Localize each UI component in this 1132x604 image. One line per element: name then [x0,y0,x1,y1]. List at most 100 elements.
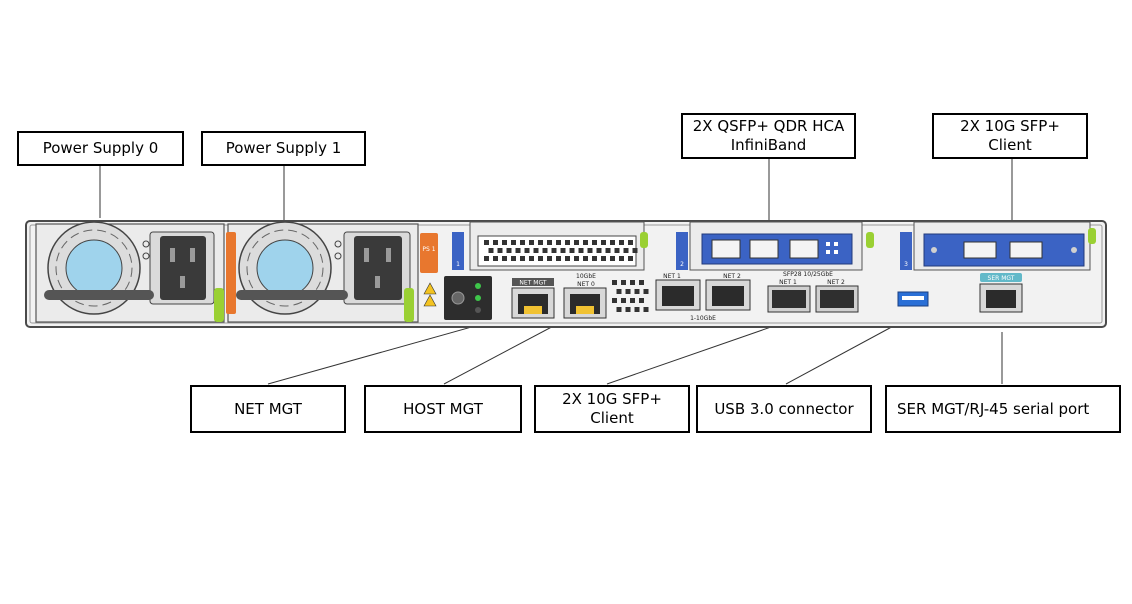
vent-hole [610,240,615,245]
vent-hole [488,248,494,253]
vent-hole [630,298,635,303]
vent-hole [511,240,516,245]
vent-hole [565,240,570,245]
latch-icon [214,288,224,322]
callout-sfp-client-onboard: 2X 10G SFP+ Client [534,385,690,433]
vent-hole [628,256,633,261]
vent-hole [634,289,640,294]
vent-hole [592,240,597,245]
svg-text:SFP28 10/25GbE: SFP28 10/25GbE [783,271,833,278]
qsfp-port-icon [789,239,819,259]
sfp-port-icon [963,241,997,259]
vent-hole [506,248,512,253]
latch-icon [640,232,648,248]
vent-hole [605,248,611,253]
svg-text:NET MGT: NET MGT [519,280,546,287]
ps1-tag [420,233,438,273]
ps1-tag-text: PS 1 [422,246,435,253]
vent-hole [529,256,534,261]
vent-hole [616,289,622,294]
vent-hole [592,256,597,261]
vent-hole [616,307,622,312]
svg-text:1: 1 [456,261,460,268]
led-icon [475,295,481,301]
power-supply-0 [35,221,225,323]
fan-hub-icon [256,239,314,297]
ac-inlet-icon [160,236,206,300]
callout-usb: USB 3.0 connector [696,385,872,433]
pcie-slot-3: 3 [900,221,1096,271]
latch-icon [404,288,414,322]
svg-text:3: 3 [904,261,908,268]
callout-power-supply-0: Power Supply 0 [17,131,184,166]
vent-hole [587,248,593,253]
latch-icon [1088,228,1096,244]
svg-text:1-10GbE: 1-10GbE [690,315,716,322]
vent-hole [484,240,489,245]
vent-hole [520,256,525,261]
vent-hole [493,256,498,261]
vent-hole [538,240,543,245]
svg-text:NET 1: NET 1 [779,279,797,286]
qsfp-port-icon [749,239,779,259]
pcie-slot-2: 2 [676,221,874,271]
vent-hole [533,248,539,253]
latch-icon [866,232,874,248]
svg-text:2: 2 [680,261,684,268]
vent-hole [529,240,534,245]
vent-hole [502,256,507,261]
callout-net-mgt: NET MGT [190,385,346,433]
vent-hole [497,248,503,253]
vent-hole [621,280,626,285]
vent-hole [569,248,575,253]
net-mgt-port: NET MGT [511,278,555,319]
ps-handle-icon [236,290,348,300]
vent-hole [643,289,649,294]
onboard-sfp-ports: SFP28 10/25GbE NET 1 NET 2 [767,271,859,313]
vent-hole [551,248,557,253]
sfp-client-card [923,233,1085,267]
vent-hole [574,256,579,261]
vent-hole [565,256,570,261]
pcie-slot-1: 1 [452,221,648,271]
vent-hole [560,248,566,253]
vent-hole [625,307,631,312]
vent-hole [634,307,640,312]
usb-port [897,291,929,307]
vent-hole [583,240,588,245]
fan-hub-icon [65,239,123,297]
vent-hole [643,307,649,312]
callout-qsfp-hca: 2X QSFP+ QDR HCA InfiniBand [681,113,856,159]
vent-hole [583,256,588,261]
vent-hole [556,240,561,245]
vent-hole [515,248,521,253]
vent-hole [511,256,516,261]
vent-hole [621,298,626,303]
svg-text:NET 1: NET 1 [663,273,681,280]
vent-hole [556,256,561,261]
callout-host-mgt: HOST MGT [364,385,522,433]
vent-hole [484,256,489,261]
vent-hole [619,256,624,261]
vent-hole [625,289,631,294]
svg-text:NET 2: NET 2 [723,273,741,280]
warning-icon [423,282,437,295]
vent-hole [547,256,552,261]
svg-text:10GbE: 10GbE [576,273,596,280]
svg-text:NET 0: NET 0 [577,281,595,288]
vent-hole [619,240,624,245]
vent-hole [547,240,552,245]
vent-hole [610,256,615,261]
callout-sfp-client-slot3: 2X 10G SFP+ Client [932,113,1088,159]
vent-hole [612,280,617,285]
vent-hole [596,248,602,253]
vent-hole [542,248,548,253]
net0-port: 10GbE NET 0 [563,273,607,319]
vent-hole [612,298,617,303]
ps-handle-icon [44,290,154,300]
vent-hole [632,248,638,253]
sfp-port-icon [1009,241,1043,259]
onboard-rj45-ports: NET 1 NET 2 1-10GbE [655,273,751,322]
svg-text:SER MGT: SER MGT [988,275,1015,282]
